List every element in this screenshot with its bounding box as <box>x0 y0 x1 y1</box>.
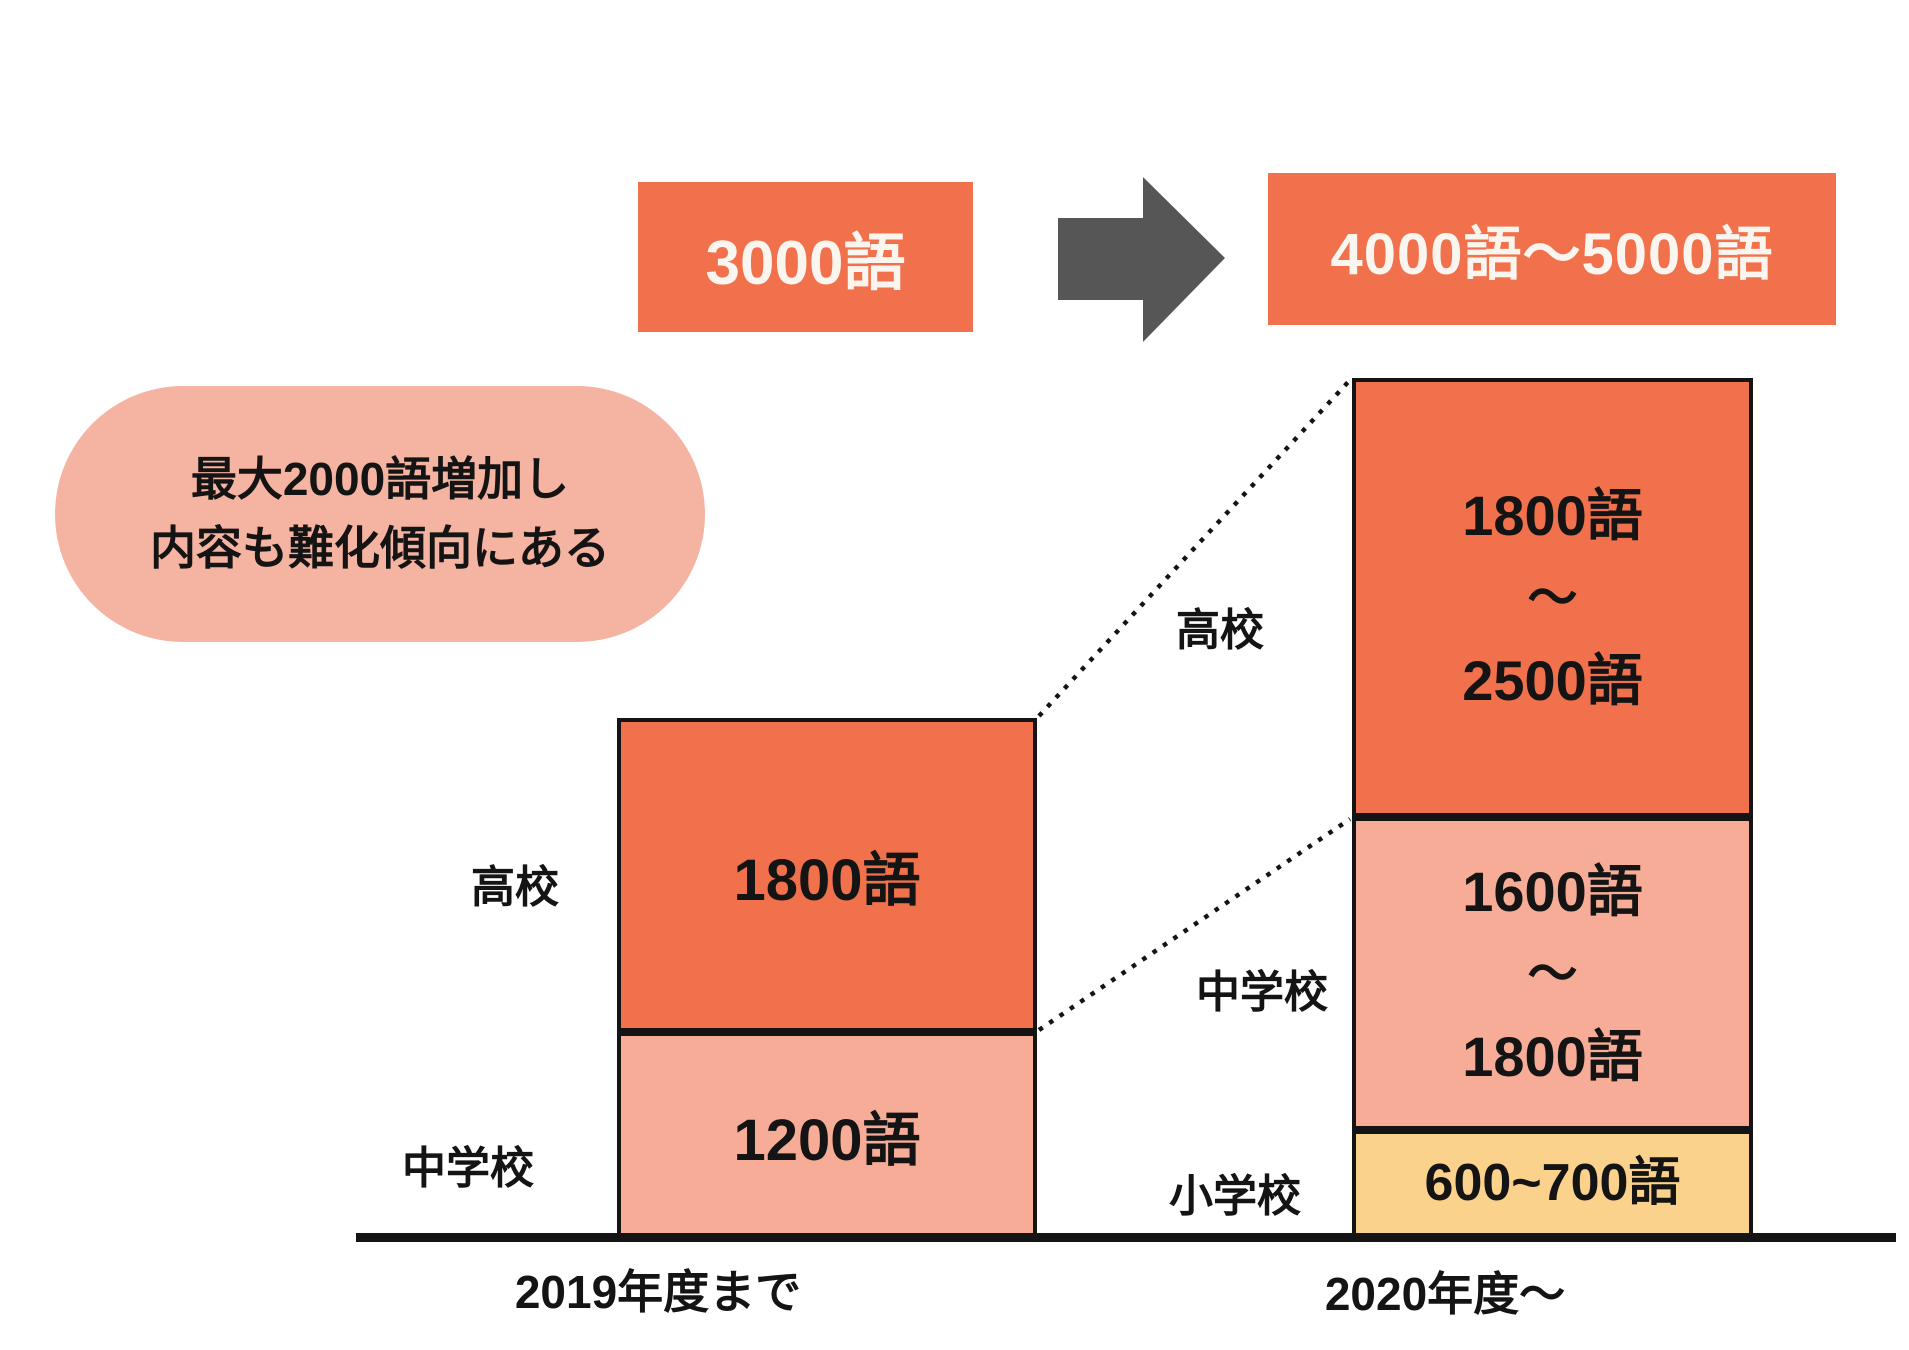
label-highschool-2019: 高校 <box>471 863 559 912</box>
total-before-label: 3000語 <box>705 229 906 298</box>
segment-value: 1800語 <box>1462 483 1643 547</box>
range-tilde: 〜 <box>1527 945 1578 1002</box>
segment-value: 1200語 <box>733 1107 921 1173</box>
bar-2019-juniorhigh-segment: 1200語 <box>617 1032 1037 1237</box>
callout-line-1: 最大2000語増加し <box>190 453 570 505</box>
segment-value: 600~700語 <box>1424 1154 1681 1212</box>
total-after-label: 4000語〜5000語 <box>1330 222 1774 287</box>
total-before-box: 3000語 <box>638 182 973 332</box>
label-juniorhigh-2019: 中学校 <box>402 1144 534 1193</box>
flow-arrow-icon <box>1050 170 1235 350</box>
axis-baseline <box>356 1233 1896 1242</box>
total-after-box: 4000語〜5000語 <box>1268 173 1836 325</box>
axis-label-2019: 2019年度まで <box>514 1266 802 1318</box>
bar-2019-highschool-segment: 1800語 <box>617 718 1037 1032</box>
range-tilde: 〜 <box>1527 569 1578 626</box>
label-elementary-2020: 小学校 <box>1169 1172 1301 1221</box>
segment-value: 1600語 <box>1462 859 1643 923</box>
bar-2020-elementary-segment: 600~700語 <box>1352 1130 1753 1237</box>
callout-line-2: 内容も難化傾向にある <box>150 522 610 574</box>
label-juniorhigh-2020: 中学校 <box>1196 968 1328 1017</box>
connector-line-top <box>1037 378 1352 718</box>
segment-value: 1800語 <box>1462 1024 1643 1088</box>
bar-2020-highschool-segment: 1800語 〜 2500語 <box>1352 378 1753 817</box>
segment-value: 2500語 <box>1462 648 1643 712</box>
label-highschool-2020: 高校 <box>1176 606 1264 655</box>
segment-value: 1800語 <box>733 848 921 913</box>
callout-bubble: 最大2000語増加し 内容も難化傾向にある <box>55 386 705 642</box>
bar-2020-juniorhigh-segment: 1600語 〜 1800語 <box>1352 817 1753 1130</box>
axis-label-2020: 2020年度〜 <box>1324 1268 1566 1320</box>
